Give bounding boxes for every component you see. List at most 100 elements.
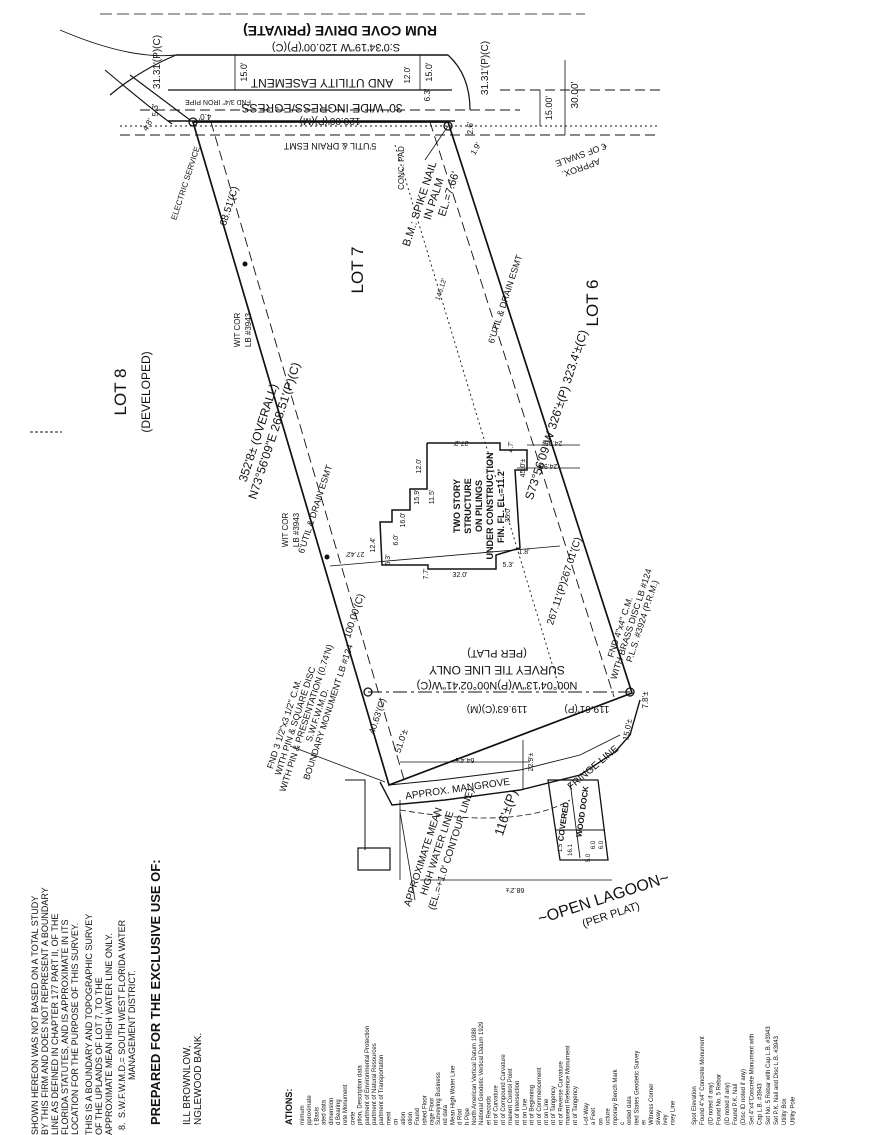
- wit-lb-1: LB #3943: [244, 312, 253, 347]
- benchmark-leader: [424, 125, 449, 161]
- curve-left-outer: [59, 29, 177, 57]
- note-2: BY THIS FIRM AND DOES NOT REPRESENT A BO…: [40, 887, 50, 1135]
- driveway-left-2: [104, 69, 173, 125]
- road-band: [59, 13, 660, 136]
- south-2498-a: 24.98': [544, 439, 563, 446]
- abbrev-item: Found 4"x4" Concrete Monument: [700, 1036, 706, 1125]
- mhw-leader: [399, 811, 416, 901]
- house-dim-18: 1.8': [518, 549, 529, 556]
- east-dim2: 15.0'±: [621, 718, 634, 741]
- north-seg-6851: 68.51'(C): [218, 185, 241, 227]
- house-label-2: STRUCTURE: [463, 478, 473, 534]
- note-num: 8.: [117, 1122, 127, 1130]
- house-dim-16: 16.0': [400, 513, 407, 528]
- abbrev-item: ited States Geodetic Survey: [634, 1051, 640, 1125]
- west-mon-leader: [289, 745, 386, 783]
- note-1: SHOWN HEREON WAS NOT BASED ON A TOTAL ST…: [30, 896, 40, 1135]
- mangrove-line-inner: [388, 734, 621, 786]
- fringe-label: FRINGE LINE: [566, 743, 621, 792]
- wit-cor-1: WIT COR: [233, 313, 242, 348]
- abbrev-item: nt of Reverse Curvature: [558, 1061, 564, 1125]
- curve-right-label: 31.31'(P)(C): [480, 41, 491, 95]
- witness-corner-2: [324, 554, 330, 560]
- north-util-esmt-line: [210, 121, 406, 784]
- abbrev-item: Surveying Business: [436, 1072, 442, 1125]
- inner-dotted-line: [394, 144, 561, 691]
- abbrev-item: partment of Transportation: [379, 1055, 385, 1125]
- dim-30: 30.00': [570, 81, 581, 108]
- curve-right: [447, 54, 471, 111]
- rear-dim: 120.00'(P)(M): [300, 115, 361, 126]
- south-45: 45.0'±: [520, 458, 527, 477]
- corner-se-marker: [625, 687, 635, 697]
- abbrev-item: Found No. 5 Rebar: [717, 1074, 723, 1125]
- mean-high-water-line: [399, 799, 571, 819]
- abbrev-item: nt on Line: [522, 1098, 528, 1125]
- note-9: S.W.F.W.M.D.= SOUTH WEST FLORIDA WATER: [117, 919, 127, 1118]
- abbrev-item: otion: [408, 1112, 414, 1125]
- dock-dim-3: 1.5: [558, 843, 564, 852]
- corner-ne-marker: [443, 121, 453, 131]
- prepared-2: NGLEWOOD BANK.: [193, 1033, 204, 1125]
- house-dim-53b: 5.3': [385, 554, 392, 565]
- wit-cor-2: WIT COR: [281, 513, 290, 548]
- abbrev-item: Mean High Water Line: [450, 1065, 456, 1125]
- house-dim-35: 35.0': [505, 508, 512, 523]
- abbrev-item: rete Monument: [343, 1084, 349, 1125]
- lot7-parcel: [188, 117, 635, 787]
- curve-left: [109, 54, 177, 96]
- fnd-pipe: FND 3/4" IRON PIPE: [185, 98, 251, 105]
- north-seg-100: 100.00'(C): [342, 592, 367, 640]
- abbrev-item: a Feet: [591, 1108, 597, 1125]
- survey-tie-labels: SURVEY TIE LINE ONLY (PER PLAT) N00°04'1…: [417, 647, 610, 714]
- abbrev-item: (Disc ID noted if any): [741, 1069, 747, 1125]
- road-labels: RUM COVE DRIVE (PRIVATE) S:0'34'19"W 120…: [141, 23, 608, 179]
- abbrev-item: c: [620, 1122, 626, 1125]
- south-14612: 146.12': [435, 278, 449, 302]
- lot8-sublabel: (DEVELOPED): [139, 351, 153, 432]
- lot7-boundary: [191, 121, 634, 787]
- easement-line1: 30' WIDE INGRESS/EGRESS: [242, 101, 403, 115]
- corner-sw-marker: [363, 687, 373, 697]
- dock-outline: [547, 779, 609, 861]
- abbrev-item: siway: [656, 1110, 662, 1125]
- dim-15b: 15.0': [424, 62, 434, 82]
- house-dim-6: 6.0': [393, 534, 400, 545]
- dim-12: 12.0': [403, 66, 412, 84]
- abbrev-item: partment of Environmental Protection: [365, 1026, 371, 1125]
- house-label-4: UNDER CONSTRUCTION: [485, 453, 495, 560]
- driveway-left: [129, 74, 191, 121]
- abbrev-item: nt on Line: [544, 1098, 550, 1125]
- abbrev-item: National Geodetic Vertical Datum 1929: [479, 1021, 485, 1125]
- abbrev-item: North American Vertical Datum 1988: [472, 1027, 478, 1125]
- lot7-label: LOT 7: [348, 247, 367, 294]
- abbrev-item: partment of Natural Resources: [372, 1043, 378, 1125]
- prepared-block: PREPARED FOR THE EXCLUSIVE USE OF: ILL B…: [148, 859, 204, 1125]
- conc-pad: CONC. PAD: [397, 146, 406, 190]
- abbrev-item: et Records: [486, 1096, 492, 1125]
- abbrev-item: h Pipe: [465, 1107, 471, 1125]
- dock-label-1: COVERED: [556, 801, 570, 842]
- abbrev-item: nt of Intersection: [515, 1081, 521, 1125]
- prepared-1: ILL BROWNLOW,: [182, 1045, 193, 1125]
- abbrev-item: ption, Description data: [358, 1065, 364, 1125]
- abbrev-item: Set No. 5 Rebar with Cap L.B. #3943: [766, 1026, 772, 1125]
- dim-19: 1.9': [469, 141, 483, 157]
- abbrev-item: nt of Compound Curvature: [501, 1054, 507, 1125]
- lot8-wall: [345, 779, 366, 850]
- abbrev-item: Set P.K. Nail and Disc L.B. #3943: [774, 1035, 780, 1125]
- house-dim-115: 11.5': [429, 490, 436, 504]
- util-esmt: 5'UTIL & DRAIN ESMT: [283, 141, 376, 151]
- dist-116: 116'±(P): [491, 788, 520, 838]
- abbrev-heading: ATIONS:: [284, 1089, 294, 1125]
- house-dim-12: 12.0': [416, 459, 423, 474]
- dist-682: 68.2'±: [505, 886, 524, 893]
- dim-48: 4.8': [141, 117, 155, 133]
- abbrev-item: manent Reference Monument: [566, 1045, 572, 1125]
- abbrev-item: (ID noted if any): [725, 1082, 731, 1125]
- mangrove-line: [379, 699, 641, 806]
- notes-block: SHOWN HEREON WAS NOT BASED ON A TOTAL ST…: [30, 887, 137, 1135]
